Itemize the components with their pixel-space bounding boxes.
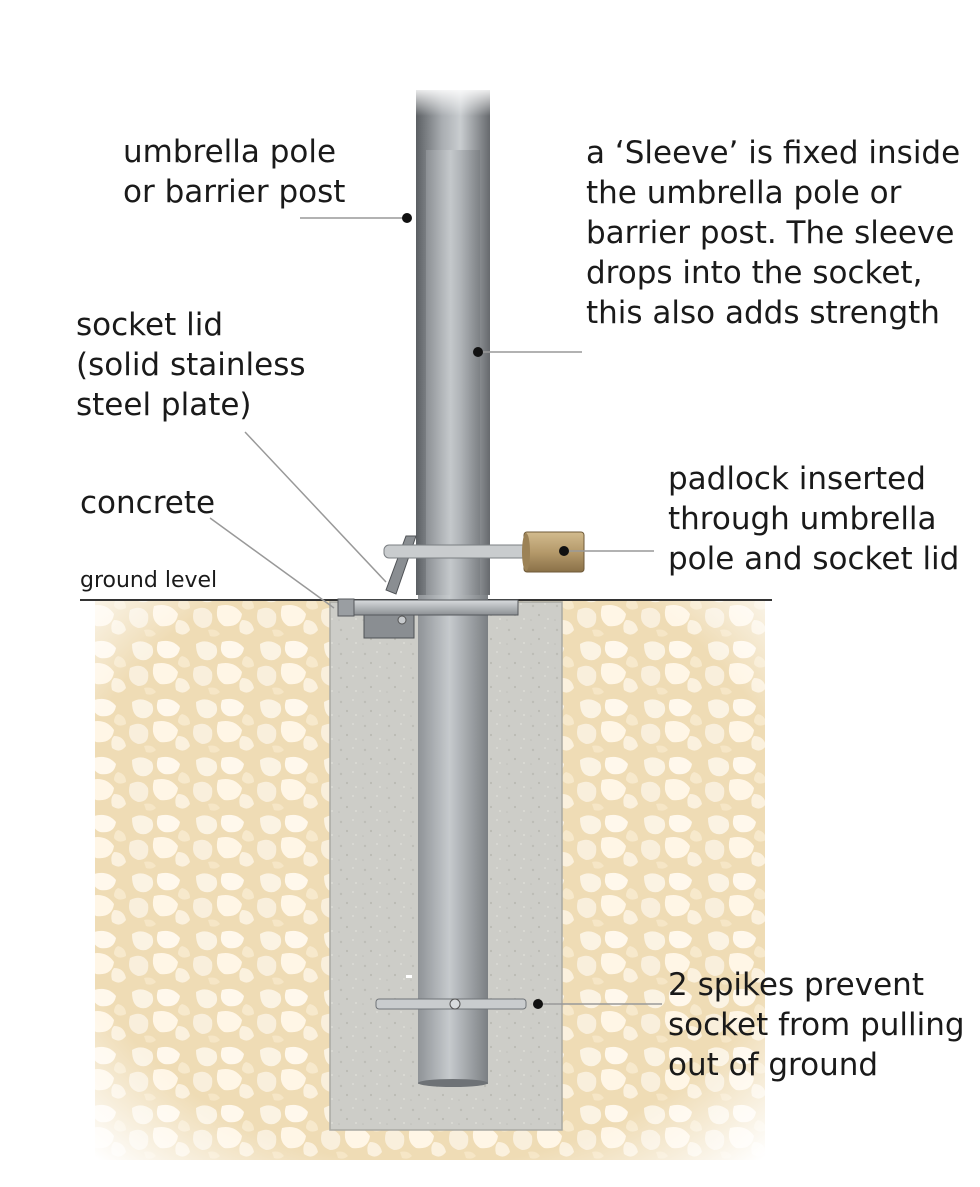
dot-padlock — [559, 546, 569, 556]
label-line: 2 spikes prevent — [668, 967, 924, 1003]
label-line: padlock inserted — [668, 461, 926, 497]
label-ground-level: ground level — [80, 568, 217, 594]
leader-lines — [209, 217, 662, 1005]
socket-lid-plate — [337, 598, 519, 617]
label-spikes: 2 spikes prevent socket from pulling out… — [668, 965, 965, 1085]
label-umbrella-pole: umbrella pole or barrier post — [123, 132, 345, 212]
leader-concrete — [209, 517, 335, 609]
label-line: the umbrella pole or — [586, 175, 902, 211]
leader-dots — [402, 213, 569, 1009]
dot-umbrella-pole — [402, 213, 412, 223]
sleeve-inner-view — [426, 150, 480, 595]
label-line: this also adds strength — [586, 295, 940, 331]
label-socket-lid: socket lid (solid stainless steel plate) — [76, 305, 306, 425]
lid-bracket — [363, 613, 415, 639]
dot-sleeve — [473, 347, 483, 357]
dot-spikes — [533, 999, 543, 1009]
bracket-bolt — [397, 615, 407, 625]
padlock — [383, 531, 585, 573]
label-line: barrier post. The sleeve — [586, 215, 955, 251]
label-line: out of ground — [668, 1047, 879, 1083]
label-concrete: concrete — [80, 483, 215, 523]
label-line: steel plate) — [76, 387, 252, 423]
label-padlock: padlock inserted through umbrella pole a… — [668, 459, 959, 579]
label-sleeve: a ‘Sleeve’ is fixed inside the umbrella … — [586, 133, 960, 333]
label-line: a ‘Sleeve’ is fixed inside — [586, 135, 961, 171]
pole-top-fade — [410, 86, 496, 116]
label-line: socket lid — [76, 307, 223, 343]
label-line: drops into the socket, — [586, 255, 923, 291]
sleeve-bottom — [418, 1079, 488, 1087]
label-line: socket from pulling — [668, 1007, 965, 1043]
label-line: concrete — [80, 485, 216, 521]
label-line: or barrier post — [123, 174, 346, 210]
label-line: pole and socket lid — [668, 541, 960, 577]
spikes — [375, 975, 527, 1010]
leader-socket-lid — [244, 431, 387, 583]
label-line: umbrella pole — [123, 134, 337, 170]
label-line: ground level — [80, 568, 218, 593]
label-line: through umbrella — [668, 501, 937, 537]
label-line: (solid stainless — [76, 347, 306, 383]
